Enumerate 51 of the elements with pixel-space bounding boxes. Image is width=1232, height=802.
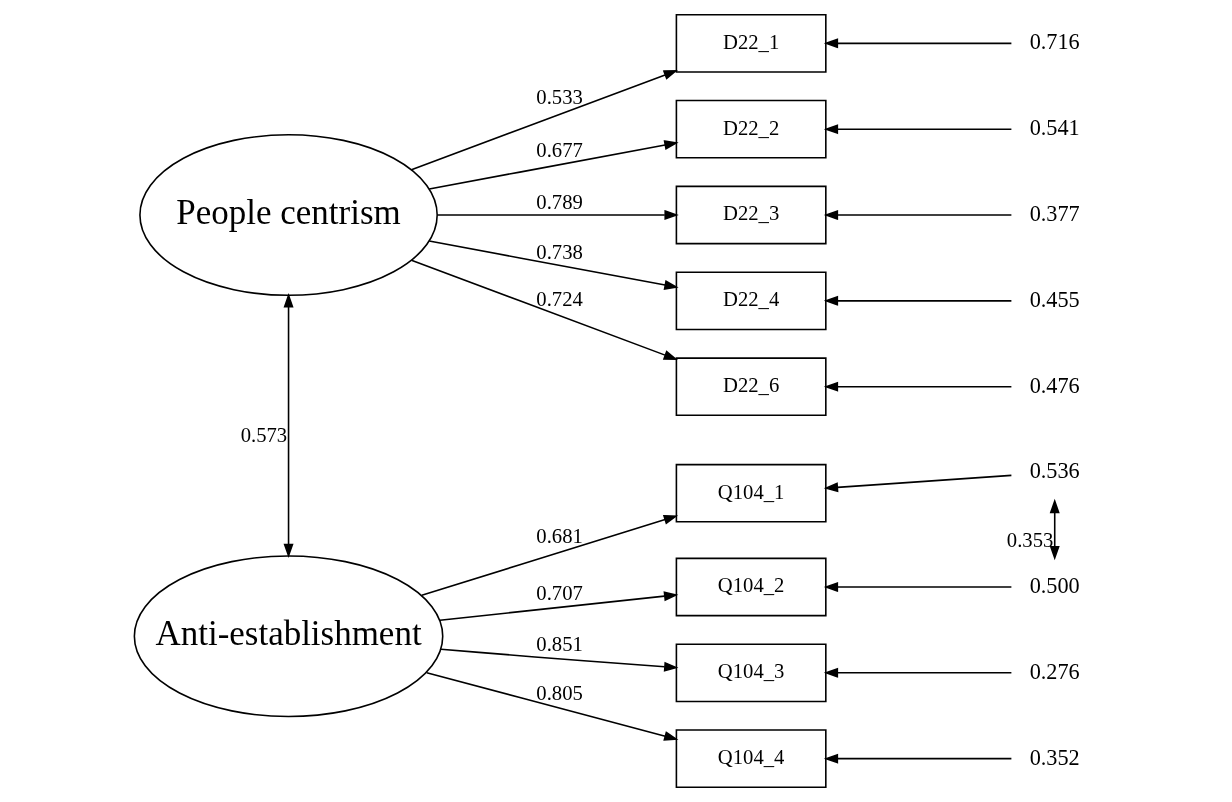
edge-label: 0.353 (1006, 528, 1054, 551)
node-ellipse: People centrism (139, 133, 438, 297)
node-text: 0.455 (1029, 286, 1080, 312)
node-box: D22_3 (675, 185, 827, 245)
edge-label: 0.677 (536, 138, 583, 161)
arrow (425, 671, 679, 741)
arrow (823, 667, 1013, 678)
arrow (823, 295, 1013, 306)
arrow (823, 210, 1013, 221)
arrow (410, 259, 678, 360)
node-text: 0.476 (1029, 372, 1080, 398)
node-box: D22_2 (675, 99, 827, 159)
edge-label: 0.851 (536, 633, 583, 656)
node-box: D22_1 (675, 13, 827, 73)
arrow (823, 124, 1013, 135)
node-text: 0.276 (1029, 658, 1080, 684)
arrow (283, 293, 294, 559)
arrow (410, 70, 678, 171)
node-box: D22_4 (675, 271, 827, 331)
arrow (428, 240, 679, 290)
arrow (1049, 498, 1060, 561)
node-box: Q104_3 (675, 643, 827, 703)
edge-label: 0.724 (536, 288, 583, 311)
edge-label: 0.707 (536, 582, 583, 605)
arrow (823, 474, 1013, 493)
edge-label: 0.533 (536, 86, 583, 109)
node-text: 0.352 (1029, 744, 1080, 770)
arrow (823, 381, 1013, 392)
node-text: 0.541 (1029, 115, 1080, 141)
arrow (823, 38, 1013, 49)
node-ellipse: Anti-establishment (133, 555, 444, 718)
node-text: 0.716 (1029, 29, 1080, 55)
arrow (428, 140, 679, 190)
arrow (823, 753, 1013, 764)
arrow (823, 581, 1013, 592)
edge-label: 0.789 (536, 191, 583, 214)
node-box: Q104_2 (675, 557, 827, 617)
node-text: 0.500 (1029, 572, 1080, 598)
edge-label: 0.738 (536, 240, 583, 263)
node-text: 0.377 (1029, 200, 1080, 226)
edge-label: 0.573 (240, 424, 288, 447)
arrow (440, 648, 679, 672)
arrow (439, 591, 679, 621)
node-box: D22_6 (675, 357, 827, 417)
arrow (420, 514, 679, 597)
edge-label: 0.681 (536, 525, 583, 548)
node-text: 0.536 (1029, 458, 1080, 484)
node-box: Q104_1 (675, 463, 827, 523)
edge-label: 0.805 (536, 682, 583, 705)
arrow (436, 210, 679, 221)
node-box: Q104_4 (675, 729, 827, 789)
